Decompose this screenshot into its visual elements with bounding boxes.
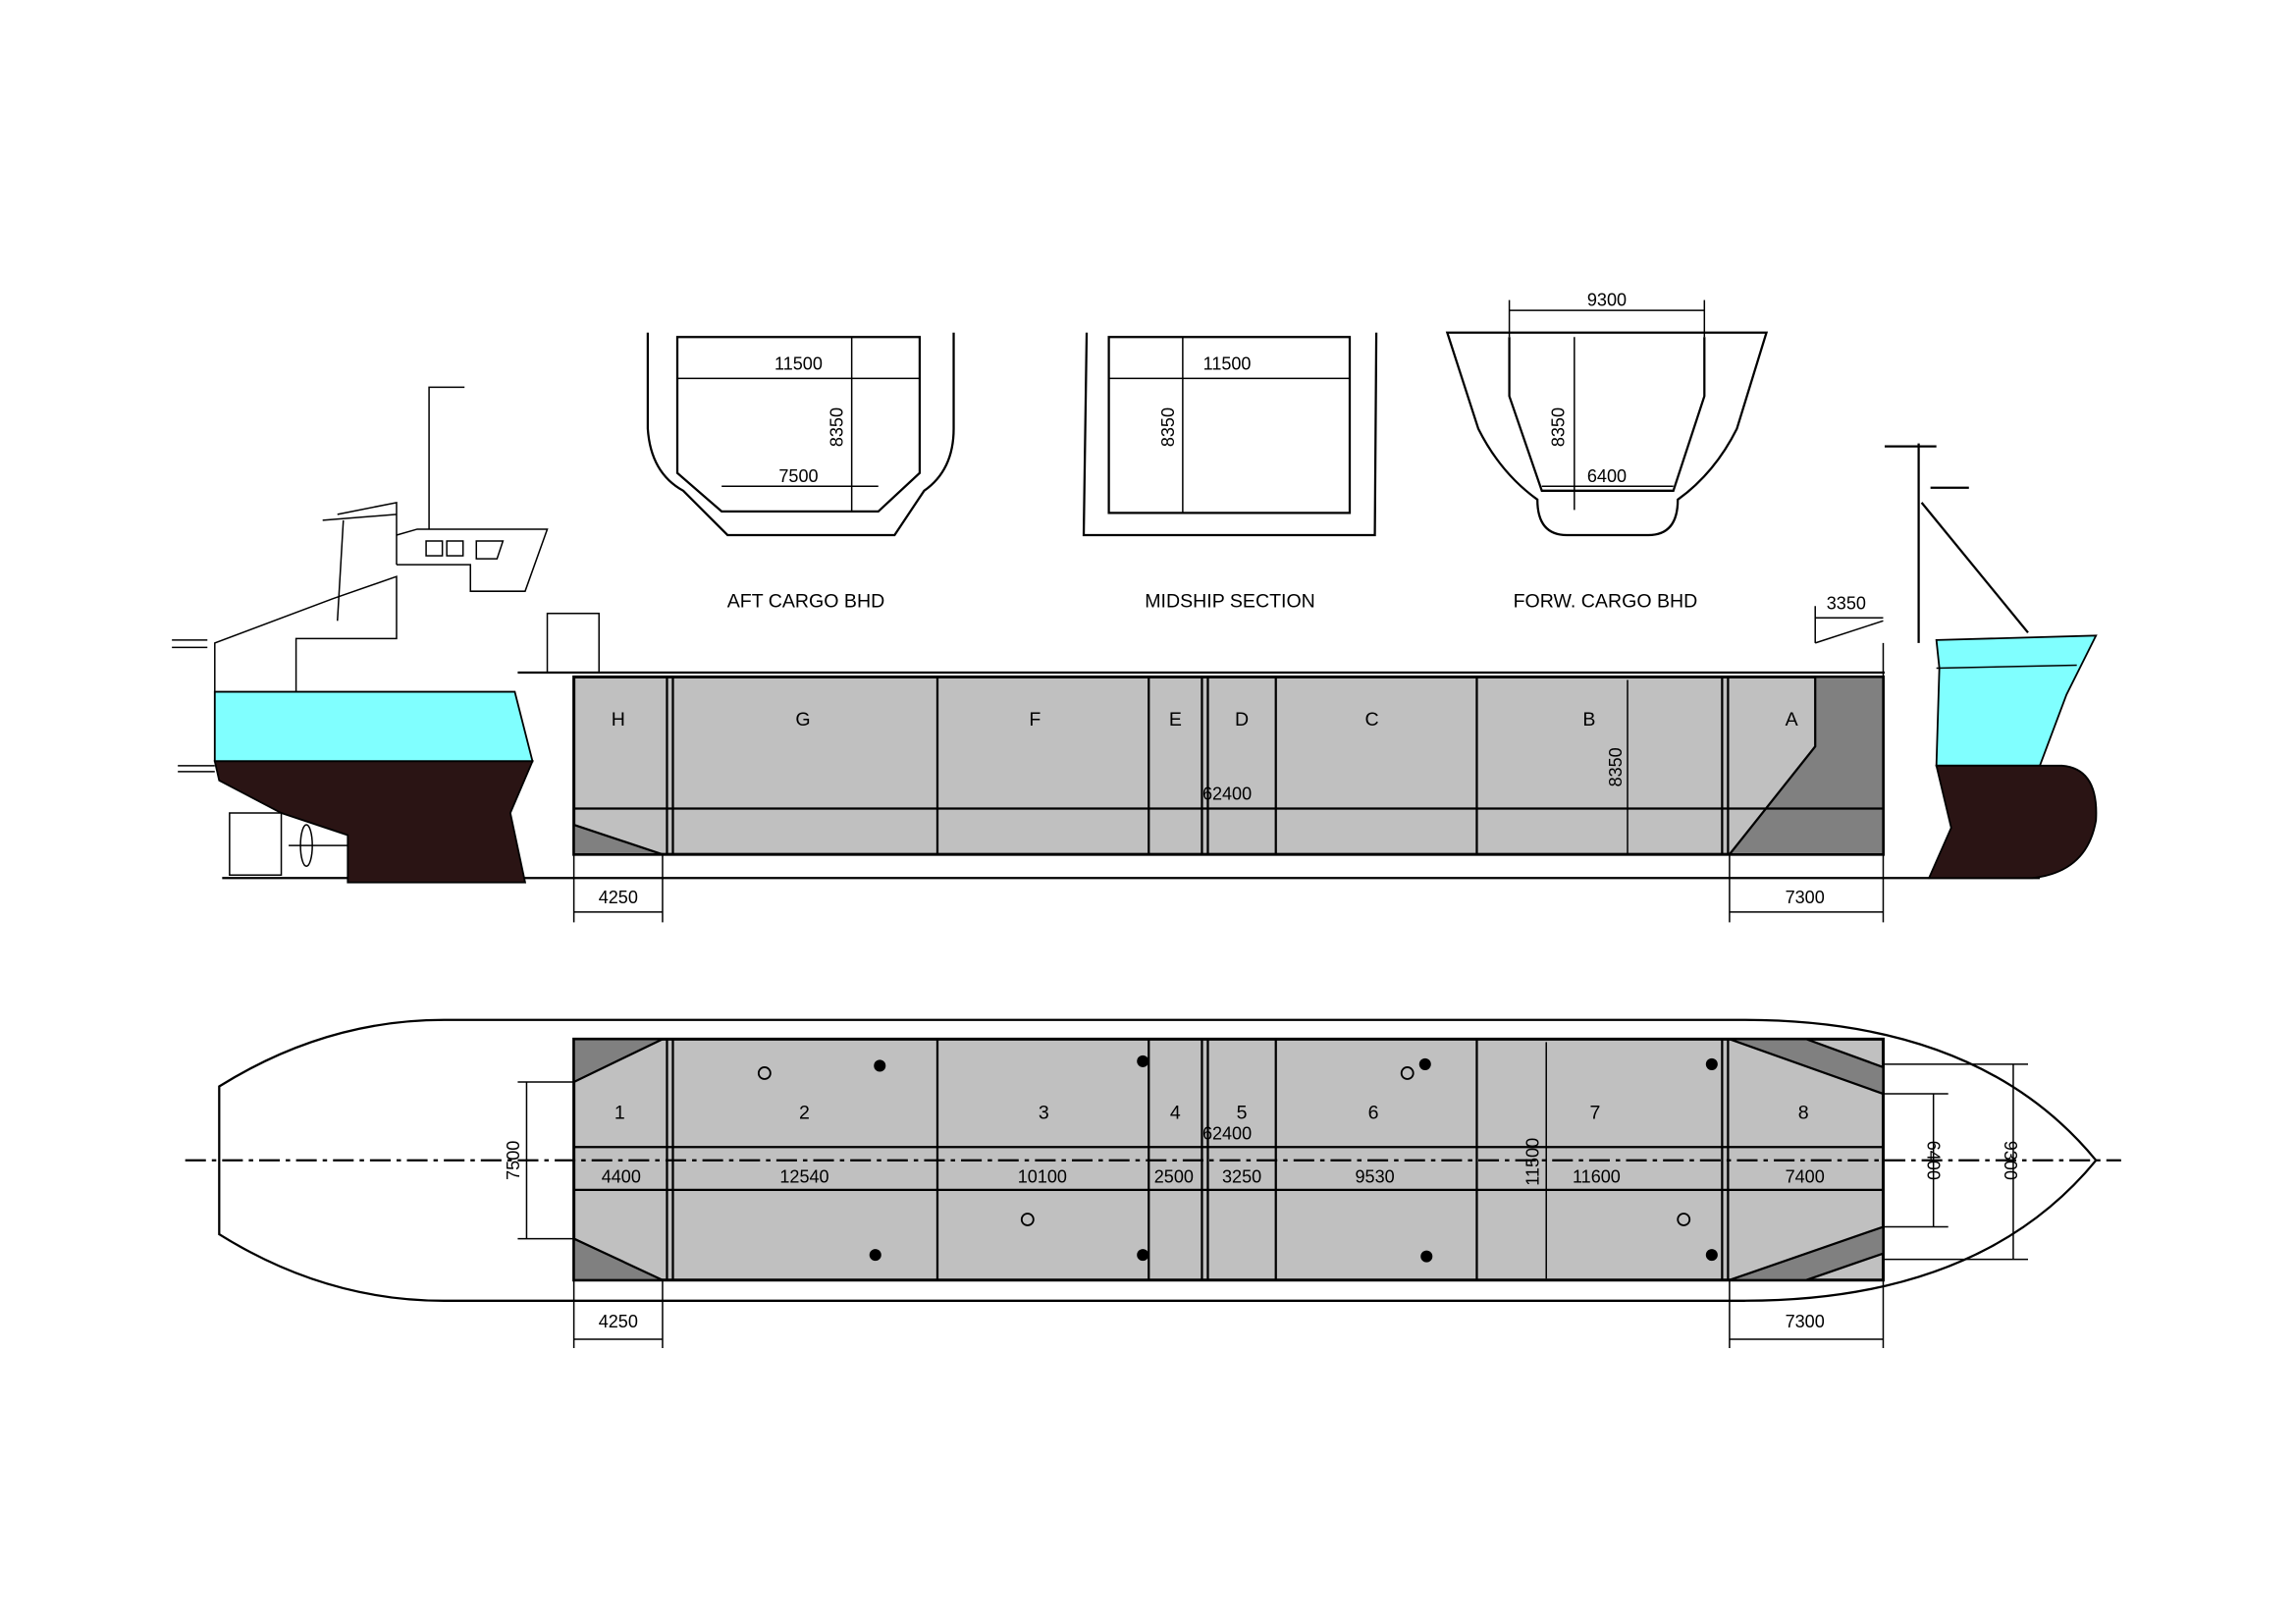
propeller-icon xyxy=(289,824,348,867)
hold-label-e: E xyxy=(1169,709,1182,730)
profile-fwd-top-dim: 3350 xyxy=(1827,593,1866,613)
bow-ballast xyxy=(1935,634,2098,767)
hold-label-f: F xyxy=(1029,709,1041,730)
plan-seg-3: 10100 xyxy=(1018,1166,1067,1186)
hold-label-h: H xyxy=(612,709,625,730)
hold-label-c: C xyxy=(1365,709,1379,730)
plan-view: 1 2 3 4 5 6 7 8 62400 4400 12540 10100 2… xyxy=(185,1018,2121,1348)
forw-width-bottom: 6400 xyxy=(1587,466,1627,486)
plan-seg-6: 9530 xyxy=(1356,1166,1395,1186)
forw-height: 8350 xyxy=(1548,407,1568,447)
plan-seg-2: 12540 xyxy=(779,1166,828,1186)
profile-aft-dim: 4250 xyxy=(599,888,638,907)
plan-hold-8: 8 xyxy=(1798,1103,1809,1124)
stern-hull xyxy=(213,760,534,884)
vent-icons xyxy=(757,1066,1691,1226)
forw-cargo-bhd-section: 9300 8350 6400 FORW. CARGO BHD xyxy=(1445,291,1769,613)
plan-hold-1: 1 xyxy=(614,1103,625,1124)
profile-height-dim: 8350 xyxy=(1606,747,1626,786)
aft-cargo-bhd-section: 11500 8350 7500 AFT CARGO BHD xyxy=(646,332,955,613)
profile-fwd-dim: 7300 xyxy=(1786,888,1825,907)
plan-aft-dim: 4250 xyxy=(599,1312,638,1331)
plan-seg-5: 3250 xyxy=(1222,1166,1261,1186)
plan-hold-5: 5 xyxy=(1237,1103,1248,1124)
hold-label-g: G xyxy=(795,709,810,730)
plan-seg-7: 11600 xyxy=(1573,1166,1621,1186)
plan-hold-7: 7 xyxy=(1589,1103,1600,1124)
plan-hold-3: 3 xyxy=(1039,1103,1049,1124)
forw-section-title: FORW. CARGO BHD xyxy=(1514,591,1698,613)
aft-section-title: AFT CARGO BHD xyxy=(727,591,885,613)
plan-seg-4: 2500 xyxy=(1154,1166,1194,1186)
aft-width-top: 11500 xyxy=(774,353,823,373)
plan-seg-8: 7400 xyxy=(1786,1166,1825,1186)
plan-fwd-inner-dim: 6400 xyxy=(1924,1141,1944,1180)
hold-label-d: D xyxy=(1235,709,1249,730)
plan-hold-6: 6 xyxy=(1368,1103,1379,1124)
profile-view: H G F E D C B A 62400 8350 4250 7300 335… xyxy=(172,386,2098,923)
mid-section-title: MIDSHIP SECTION xyxy=(1145,591,1315,613)
hold-label-a: A xyxy=(1786,709,1799,730)
bow-hull xyxy=(1927,764,2098,880)
forw-width-top: 9300 xyxy=(1587,291,1627,310)
aft-width-bottom: 7500 xyxy=(778,466,818,486)
plan-breadth-dim: 11500 xyxy=(1523,1138,1543,1186)
hatch-dots xyxy=(869,1055,1718,1263)
plan-hold-4: 4 xyxy=(1170,1103,1181,1124)
plan-fwd-dim: 7300 xyxy=(1786,1312,1825,1331)
plan-aft-breadth-dim: 7500 xyxy=(504,1141,523,1180)
midship-section: 11500 8350 MIDSHIP SECTION xyxy=(1082,332,1378,613)
hold-label-b: B xyxy=(1582,709,1595,730)
profile-length-dim: 62400 xyxy=(1202,784,1252,803)
mid-width-top: 11500 xyxy=(1203,353,1252,373)
plan-length-dim: 62400 xyxy=(1202,1124,1252,1144)
plan-seg-1: 4400 xyxy=(602,1166,641,1186)
plan-hold-2: 2 xyxy=(799,1103,810,1124)
mid-height: 8350 xyxy=(1158,407,1178,447)
aft-height: 8350 xyxy=(828,407,847,447)
plan-fwd-outer-dim: 9300 xyxy=(2001,1141,2020,1180)
stern-ballast xyxy=(213,690,534,763)
